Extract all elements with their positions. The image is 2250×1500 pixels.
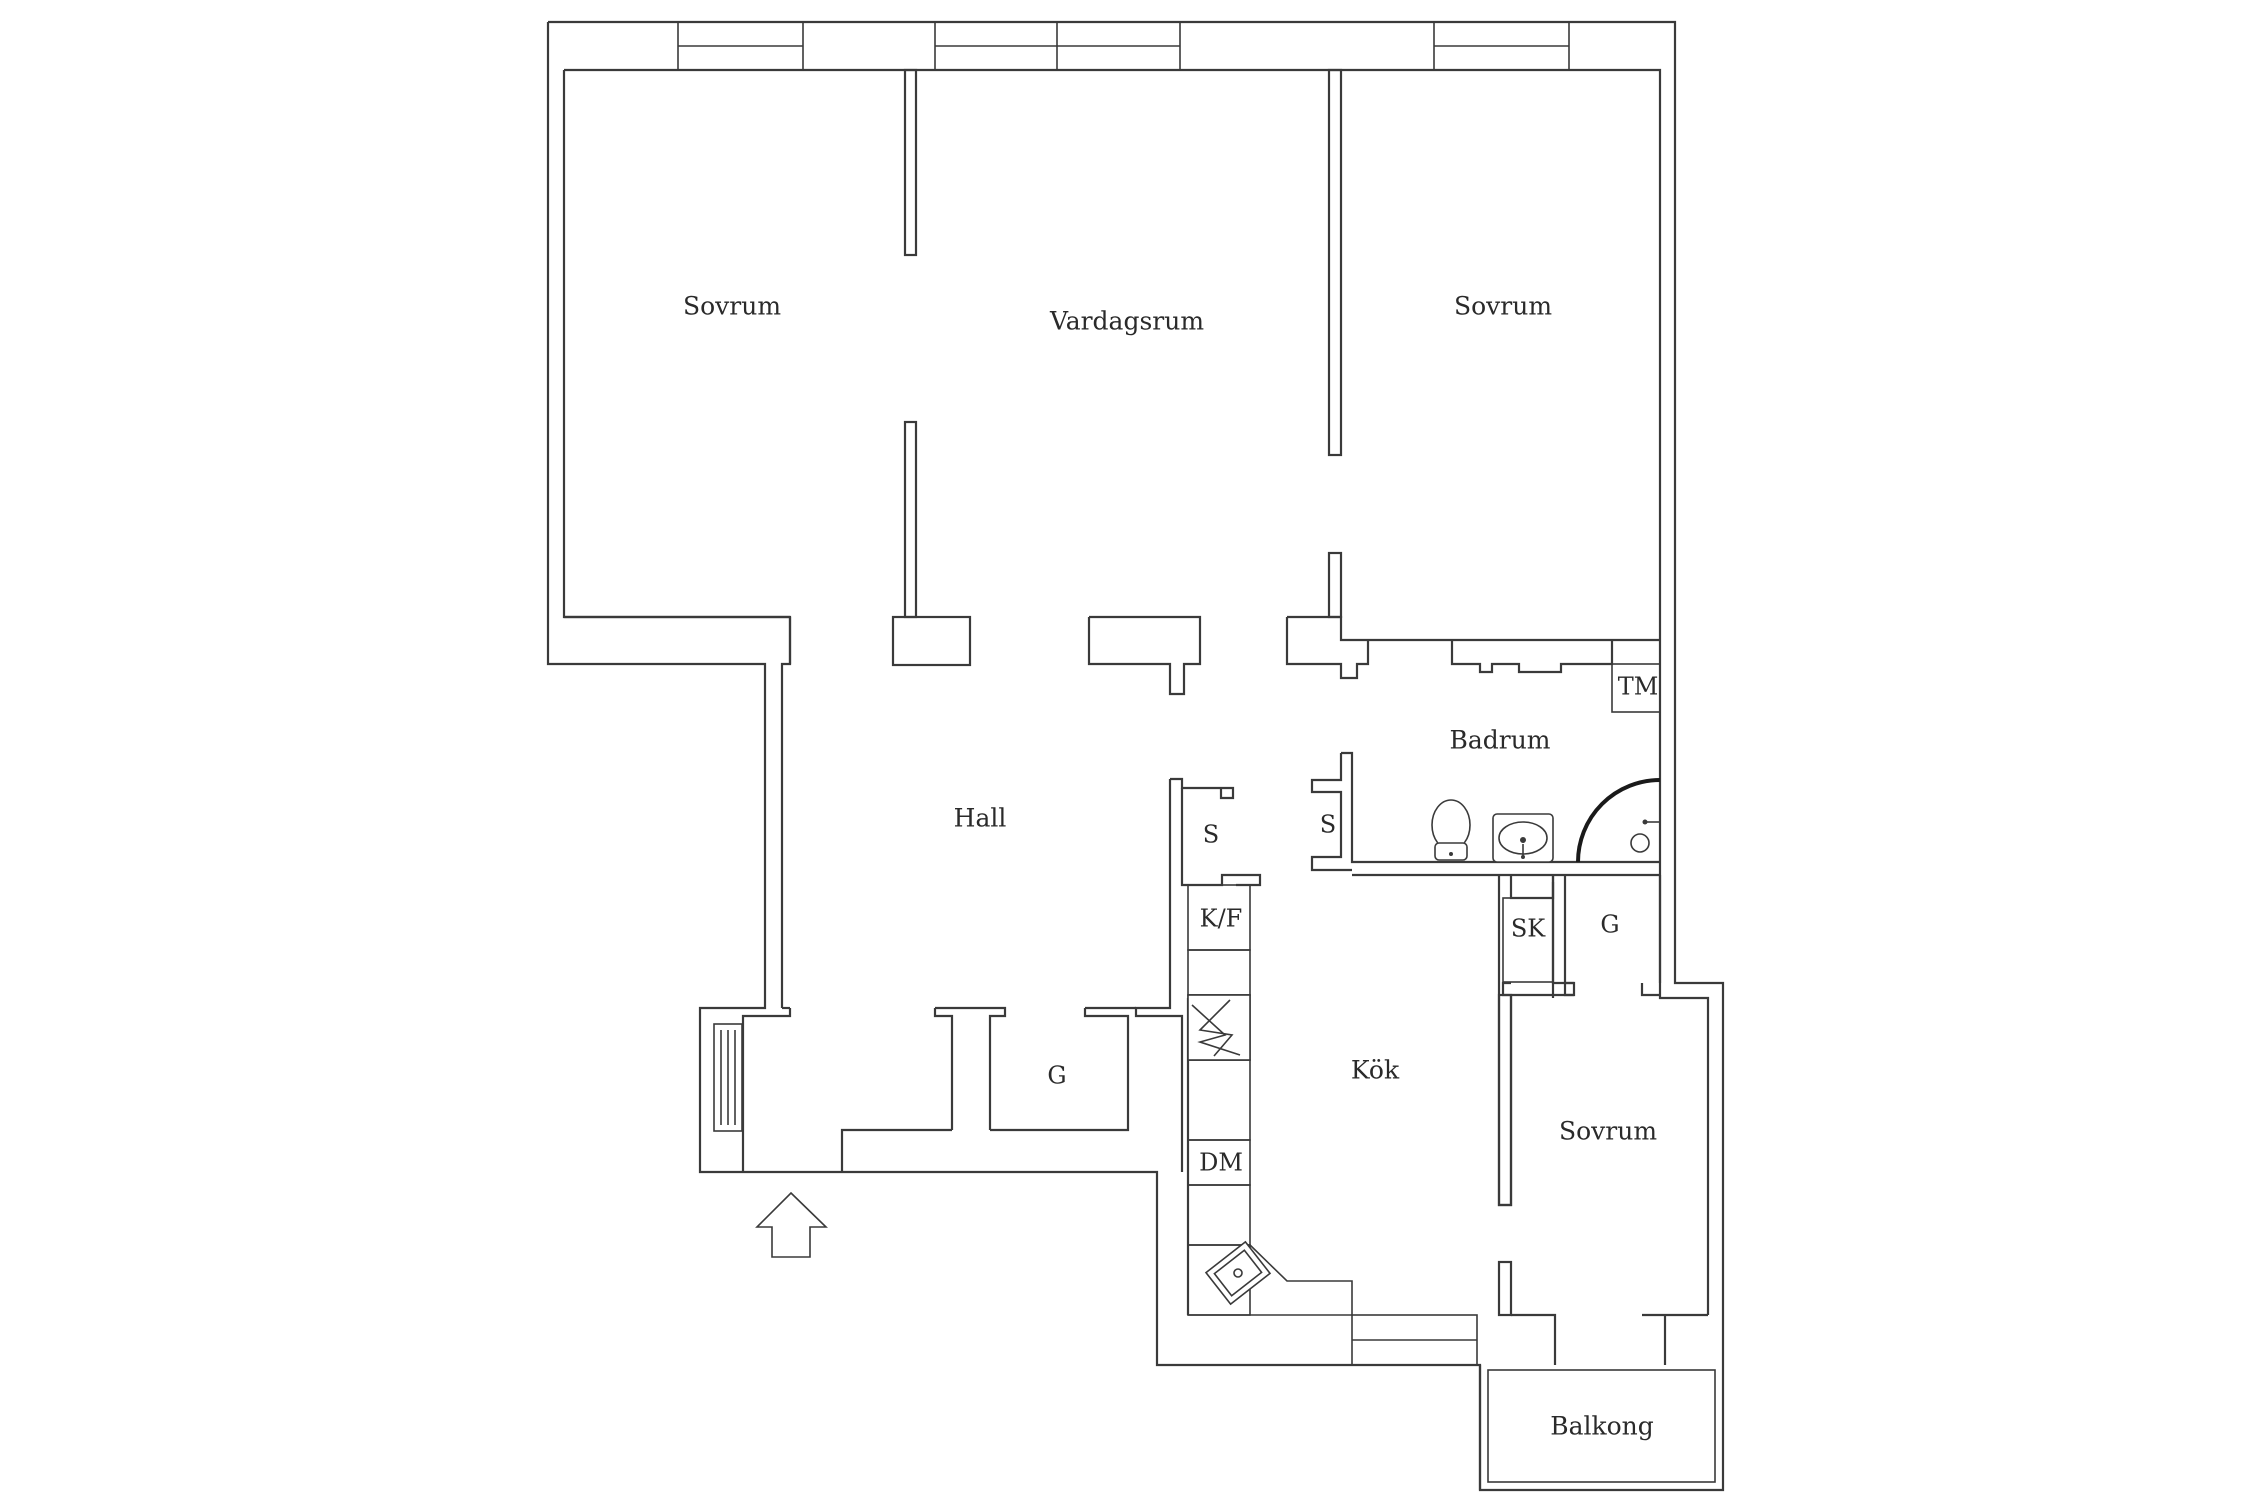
label-g-hall: G bbox=[1047, 1062, 1066, 1090]
room-labels: Sovrum Vardagsrum Sovrum Badrum Hall Kök… bbox=[683, 292, 1657, 1441]
tm-cabinet bbox=[1611, 663, 1661, 713]
kitchen-sink-icon bbox=[1204, 1240, 1272, 1306]
label-g-bedroom: G bbox=[1600, 911, 1619, 939]
label-hall: Hall bbox=[954, 804, 1007, 833]
outer-walls bbox=[546, 20, 1725, 1492]
label-sovrum-south: Sovrum bbox=[1559, 1117, 1657, 1146]
interior-walls bbox=[564, 68, 1708, 1365]
label-vardagsrum: Vardagsrum bbox=[1049, 307, 1204, 336]
entrance-arrow-icon bbox=[755, 1191, 828, 1258]
label-sovrum-east: Sovrum bbox=[1454, 292, 1552, 321]
label-s-hall: S bbox=[1203, 821, 1219, 849]
balcony bbox=[1478, 1365, 1716, 1490]
label-kok: Kök bbox=[1351, 1056, 1400, 1085]
shower-icon bbox=[1576, 778, 1661, 863]
label-tm: TM bbox=[1618, 673, 1659, 701]
stove-icon bbox=[1187, 994, 1251, 1061]
label-kf: K/F bbox=[1200, 905, 1243, 933]
label-s-bath: S bbox=[1320, 811, 1336, 839]
radiator-icon bbox=[713, 1023, 743, 1132]
label-sovrum-west: Sovrum bbox=[683, 292, 781, 321]
label-sk: SK bbox=[1511, 915, 1546, 943]
label-badrum: Badrum bbox=[1449, 726, 1550, 755]
windows bbox=[677, 21, 1570, 1366]
washbasin-icon bbox=[1492, 813, 1554, 863]
label-balkong: Balkong bbox=[1550, 1412, 1654, 1441]
toilet-icon bbox=[1431, 799, 1471, 861]
fixture-labels: TM S S K/F SK G G DM bbox=[1047, 673, 1658, 1177]
label-dm: DM bbox=[1199, 1149, 1243, 1177]
